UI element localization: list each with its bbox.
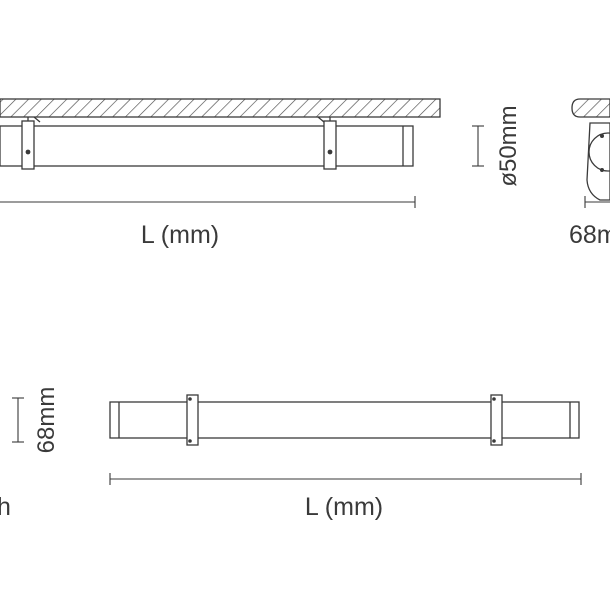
diameter-dimension-line [472,125,484,167]
plan-clip-right [490,394,503,446]
length-label-bottom: L (mm) [305,493,383,521]
tube-body [0,125,414,167]
plan-tube-body [109,401,580,439]
ceiling-hatch [0,98,441,118]
top-side-view: 68m [569,98,610,249]
height-dimension-line [12,397,24,443]
plan-clip-left [186,394,199,446]
side-bracket [586,122,610,201]
height-label: 68mm [33,387,60,454]
side-depth-label: 68m [569,221,610,249]
bottom-left-cropped-label: h [0,493,11,521]
mount-bracket-right [317,116,337,170]
length-label-top: L (mm) [141,221,219,249]
mount-bracket-left [21,116,41,170]
bottom-plan-view: 68mm L (mm) h [0,387,582,521]
length-dimension-line-bottom [109,473,582,485]
diameter-label: ø50mm [495,105,522,186]
side-ceiling-hatch [571,98,610,118]
top-front-view: L (mm) ø50mm [0,98,522,249]
side-tube-circle [588,132,610,172]
length-dimension-line-top [0,196,416,208]
